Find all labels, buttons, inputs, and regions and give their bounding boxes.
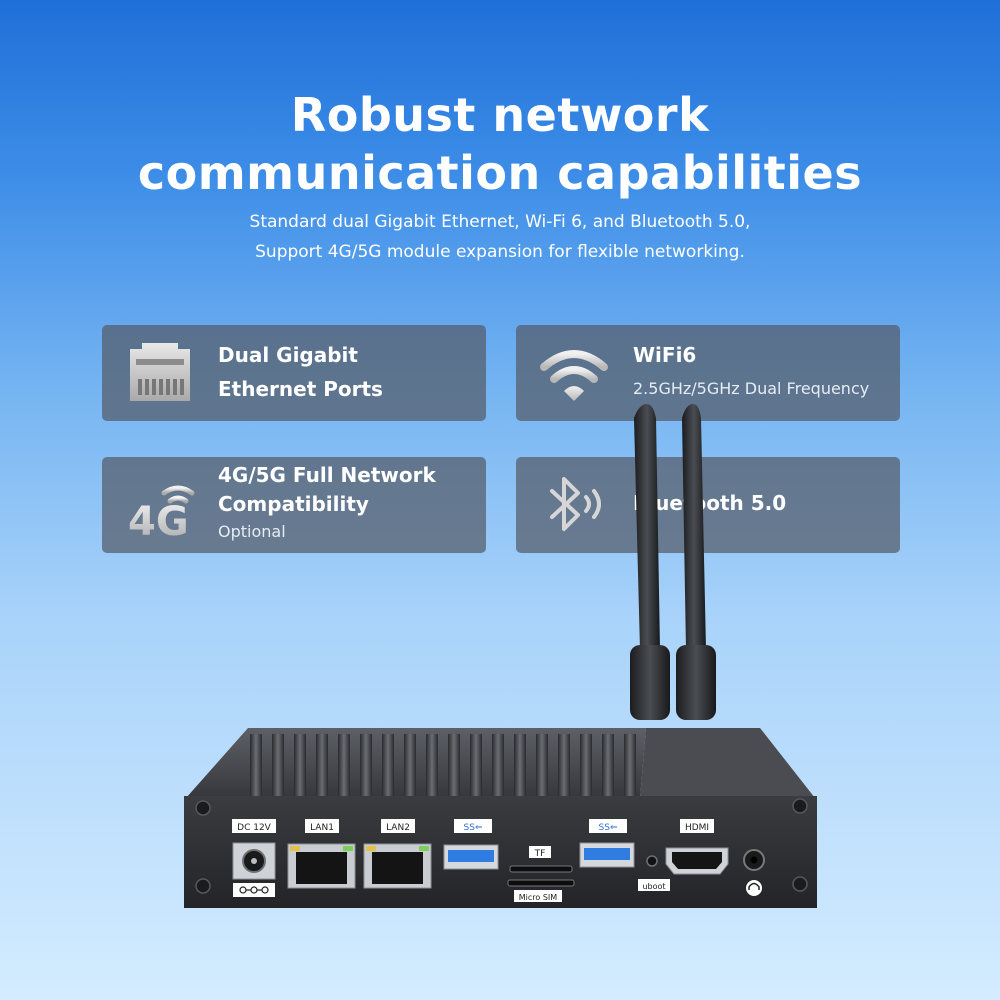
bluetooth-icon	[550, 477, 601, 531]
feature-card-ethernet: Dual Gigabit Ethernet Ports	[102, 325, 486, 421]
lan1-port	[287, 843, 356, 889]
label-lan2: LAN2	[386, 823, 410, 833]
label-tf: TF	[534, 849, 546, 859]
ethernet-title-line-2: Ethernet Ports	[218, 377, 383, 401]
label-hdmi: HDMI	[685, 823, 709, 833]
tf-card-slot	[509, 865, 573, 873]
wifi-title: WiFi6	[633, 343, 697, 367]
wifi-subtitle: 2.5GHz/5GHz Dual Frequency	[633, 379, 870, 398]
label-lan1: LAN1	[310, 823, 334, 833]
antenna-left	[630, 404, 670, 720]
ethernet-port-icon	[130, 343, 190, 401]
uboot-button	[646, 855, 658, 867]
dc-polarity-icon	[239, 886, 269, 894]
antenna-right	[676, 404, 716, 720]
label-usb1: SS⇐	[464, 823, 483, 833]
label-uboot: uboot	[642, 882, 665, 891]
lan2-port	[363, 843, 432, 889]
feature-card-bluetooth: Bluetooth 5.0	[516, 457, 900, 553]
cellular-subtitle: Optional	[218, 522, 286, 541]
usb2-port	[579, 842, 635, 868]
audio-jack	[743, 849, 765, 871]
headline-line-1: Robust network	[290, 88, 710, 142]
feature-card-wifi: WiFi6 2.5GHz/5GHz Dual Frequency	[516, 325, 900, 421]
label-usb2: SS⇐	[599, 823, 618, 833]
cellular-title-line-1: 4G/5G Full Network	[218, 463, 436, 487]
4g-icon-text: 4G	[128, 499, 189, 539]
usb1-port	[443, 844, 499, 870]
hdmi-port	[665, 847, 729, 875]
ethernet-title-line-1: Dual Gigabit	[218, 343, 358, 367]
label-dc-12v: DC 12V	[237, 823, 272, 833]
micro-sim-slot	[507, 879, 575, 887]
dc-power-jack	[232, 842, 276, 880]
screws	[195, 798, 808, 894]
4g-signal-icon: 4G	[128, 485, 195, 539]
headphone-icon	[746, 880, 762, 896]
headline-line-2: communication capabilities	[137, 146, 863, 200]
label-micro-sim: Micro SIM	[519, 893, 558, 902]
subtitle-line-1: Standard dual Gigabit Ethernet, Wi-Fi 6,…	[249, 212, 751, 232]
cellular-title-line-2: Compatibility	[218, 492, 369, 516]
subtitle-line-2: Support 4G/5G module expansion for flexi…	[255, 242, 745, 262]
heatsink-fins	[250, 734, 636, 798]
feature-card-cellular: 4G 4G/5G Full Network Compatibility Opti…	[102, 457, 486, 553]
wifi-icon	[540, 350, 608, 401]
bluetooth-title: Bluetooth 5.0	[633, 491, 787, 515]
